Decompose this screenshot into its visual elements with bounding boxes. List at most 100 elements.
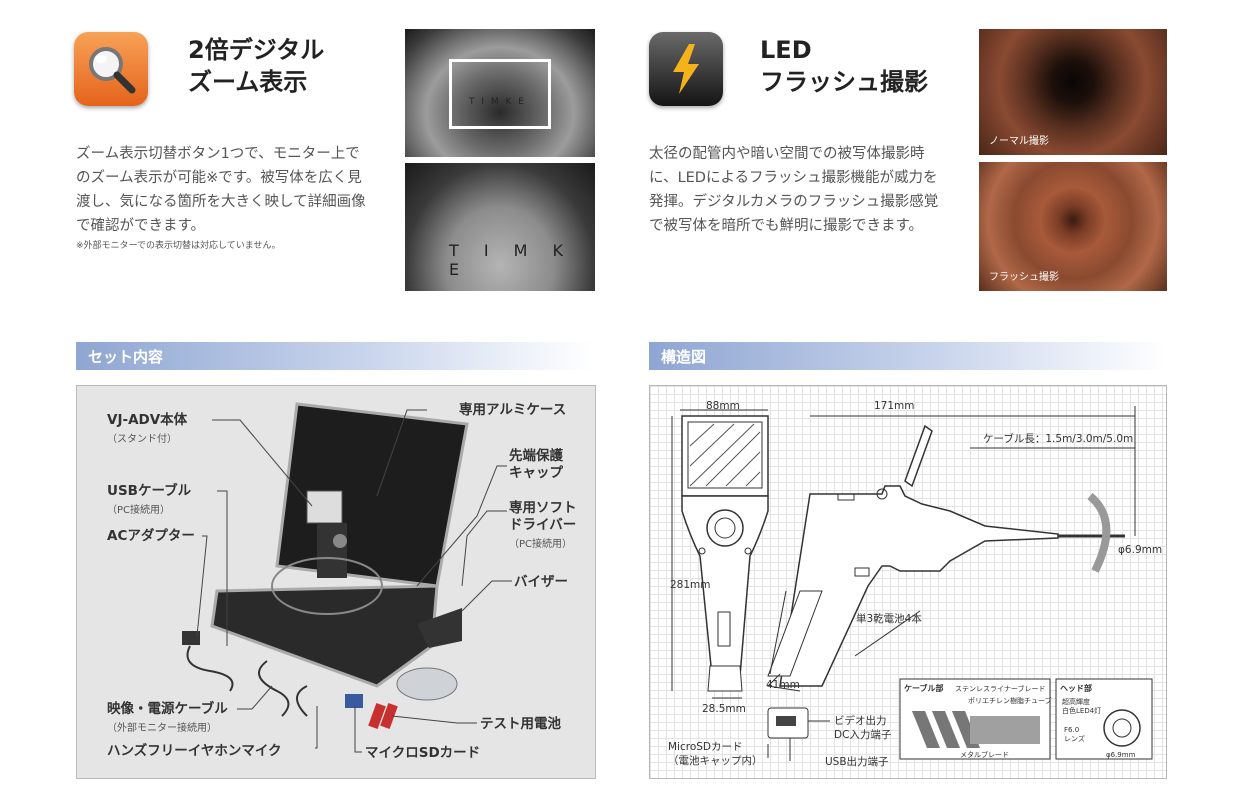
structure-panel: 88mm 171mm ケーブル長：1.5m/3.0m/5.0m 281mm 28… <box>649 385 1167 779</box>
leader-sd <box>354 706 362 753</box>
screen-hatch <box>689 423 761 487</box>
zoom-description: ズーム表示切替ボタン1つで、モニター上で のズーム表示が可能※です。被写体を広く… <box>76 146 366 234</box>
lightning-icon <box>673 44 699 94</box>
head-circle <box>1103 709 1141 747</box>
case-lid <box>275 402 469 588</box>
battery-1 <box>368 703 386 729</box>
structure-title: 構造図 <box>661 348 707 366</box>
led-title: LED フラッシュ撮影 <box>760 36 928 96</box>
front-dial-inner <box>714 517 736 539</box>
cable-box-liner: ステンレスライナーブレード <box>955 685 1046 693</box>
front-dial <box>706 509 744 547</box>
device-screen <box>306 490 343 524</box>
ac-adapter <box>182 631 200 645</box>
dim-cable: ケーブル長：1.5m/3.0m/5.0m <box>983 433 1134 445</box>
label-usb: USBケーブル <box>107 483 192 499</box>
dim-video: ビデオ出力 DC入力端子 <box>834 715 892 741</box>
photo-text-wide: T I M K E <box>469 97 526 107</box>
zoom-title: 2倍デジタル ズーム表示 <box>188 36 325 96</box>
label-ac: ACアダプター <box>107 528 195 544</box>
cable-layers <box>912 711 1040 748</box>
dim-handle: 41mm <box>766 679 800 691</box>
magnifier-icon <box>89 47 136 94</box>
photo-text-close: T I M K E <box>449 241 574 279</box>
label-usb-sub: （PC接続用） <box>107 505 171 516</box>
earphone-cable <box>296 685 308 717</box>
label-av: 映像・電源ケーブル <box>107 701 228 717</box>
caption-flash: フラッシュ撮影 <box>989 272 1059 283</box>
head-lens <box>1112 718 1132 738</box>
label-body: VJ-ADV本体 <box>107 412 188 428</box>
cable-curve <box>1087 492 1111 573</box>
av-cable <box>258 660 290 717</box>
leader-ac <box>196 535 208 637</box>
zoom-feature-icon <box>74 32 148 106</box>
cable-box-blade: メタルブレード <box>960 751 1009 759</box>
zoom-frame <box>449 59 551 129</box>
set-contents-header: セット内容 <box>76 342 594 370</box>
head-box-dia: φ6.9mm <box>1106 751 1136 759</box>
label-case: 専用アルミケース <box>459 402 567 418</box>
label-driver-sub: （PC接続用） <box>509 539 573 550</box>
leader-driver <box>461 510 507 587</box>
dim-width: 88mm <box>706 400 740 412</box>
ac-cable <box>186 645 234 692</box>
side-body <box>779 485 1059 687</box>
label-driver: 専用ソフト ドライバー <box>509 500 577 533</box>
sd-card <box>345 694 363 708</box>
zoom-photo-wide: T I M K E <box>405 29 595 157</box>
label-battery: テスト用電池 <box>480 716 561 732</box>
visor <box>417 608 462 648</box>
led-photo-flash: フラッシュ撮影 <box>979 162 1167 291</box>
set-contents-illustration <box>182 402 512 753</box>
dim-length: 171mm <box>874 400 915 412</box>
cable-box-title: ケーブル部 <box>904 684 944 693</box>
battery-2 <box>380 703 398 729</box>
dim-height: 281mm <box>670 579 711 591</box>
leader-av <box>237 685 273 710</box>
leader-body <box>212 419 313 507</box>
dim-battery: 単3乾電池4本 <box>856 613 922 625</box>
set-contents-title: セット内容 <box>88 348 164 366</box>
leader-cap <box>416 465 507 587</box>
head-box <box>1055 678 1153 760</box>
label-body-sub: （スタンド付） <box>107 434 177 445</box>
head-box-title: ヘッド部 <box>1060 684 1092 693</box>
leader-visor <box>461 580 512 612</box>
front-slot <box>717 611 731 647</box>
dim-tip: φ6.9mm <box>1118 544 1163 556</box>
leader-earphone <box>315 706 318 749</box>
caption-normal: ノーマル撮影 <box>989 136 1049 147</box>
battery-compartment <box>767 590 823 677</box>
leader-battery <box>854 610 921 657</box>
label-cap: 先端保護 キャップ <box>509 448 563 481</box>
head-box-led: 超高輝度 白色LED4灯 <box>1062 698 1102 715</box>
structure-header: 構造図 <box>649 342 1167 370</box>
label-earphone: ハンズフリーイヤホンマイク <box>107 743 282 759</box>
leader-case <box>376 409 427 497</box>
cable-box-tube: ポリエチレン樹脂チューブ <box>968 697 1052 705</box>
dim-grip: 28.5mm <box>702 703 746 715</box>
head-box-lens: F6.0 レンズ <box>1064 726 1085 743</box>
front-base <box>707 665 743 692</box>
label-av-sub: （外部モニター接続用） <box>107 723 217 734</box>
leader-battery <box>391 715 477 724</box>
led-feature-icon <box>649 32 723 106</box>
structure-diagram <box>671 406 1153 761</box>
label-visor: バイザー <box>514 574 568 590</box>
side-monitor <box>904 424 933 488</box>
label-sd: マイクロSDカード <box>365 745 481 761</box>
dim-usb: USB出力端子 <box>825 756 889 768</box>
device-lens <box>333 534 347 548</box>
led-description: 太径の配管内や暗い空間での被写体撮影時 に、LEDによるフラッシュ撮影機能が威力… <box>649 146 939 234</box>
case-base <box>210 584 439 688</box>
coiled-cable <box>271 557 383 615</box>
leader-usb <box>217 490 228 646</box>
zoom-note: ※外部モニターでの表示切替は対応していません。 <box>76 241 281 251</box>
zoom-photo-close: T I M K E <box>405 163 595 291</box>
led-photo-normal: ノーマル撮影 <box>979 29 1167 155</box>
dim-microsd: MicroSDカード （電池キャップ内） <box>668 741 763 767</box>
cd <box>396 667 458 701</box>
device-grip <box>317 523 347 578</box>
set-contents-panel: VJ-ADV本体 （スタンド付） USBケーブル （PC接続用） ACアダプター… <box>76 385 596 779</box>
